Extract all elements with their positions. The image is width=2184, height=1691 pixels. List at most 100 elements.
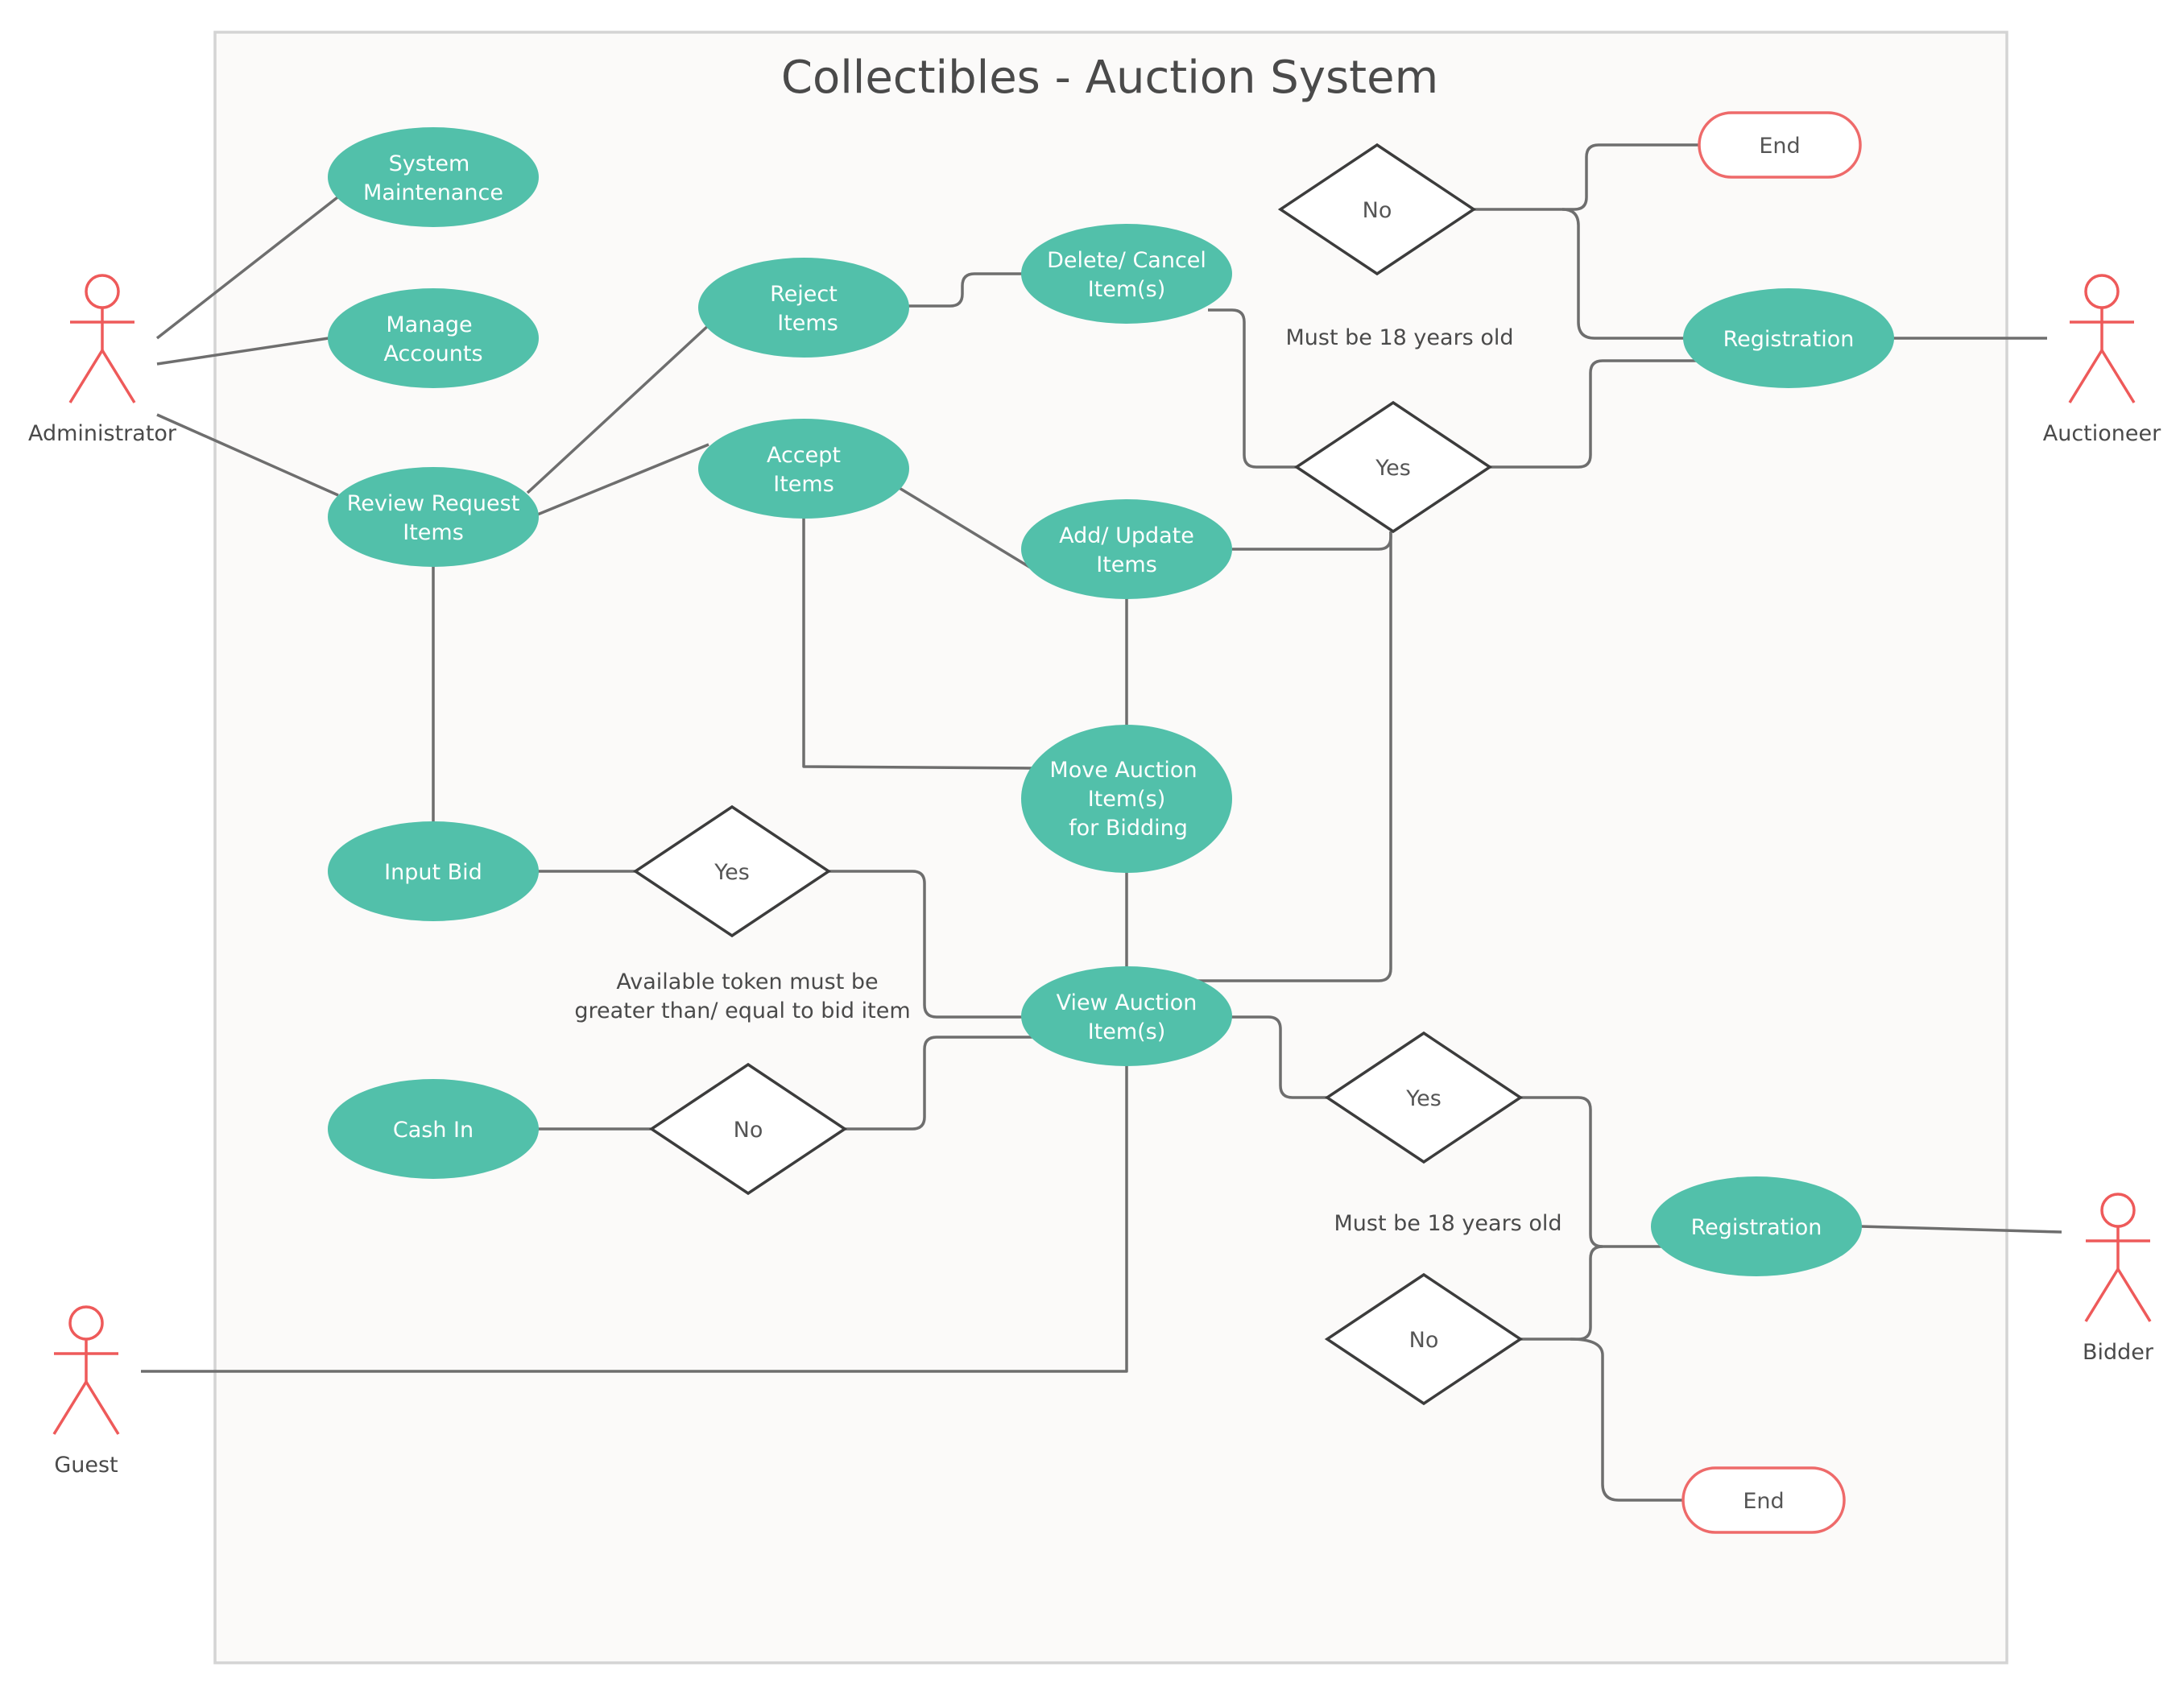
- connector-reject-delete: [908, 272, 1024, 308]
- actor-icon: [52, 1305, 120, 1435]
- use-case-label: System: [389, 151, 470, 176]
- use-case-label: Move Auction: [1049, 758, 1197, 783]
- note-line: Available token must be: [616, 970, 878, 994]
- decision-label: Yes: [1375, 456, 1411, 481]
- use-case-label: Input Bid: [384, 860, 482, 885]
- svg-text:Registration: Registration: [1723, 327, 1855, 352]
- end-terminal-auctioneer: End: [1698, 111, 1862, 179]
- actor-label: Guest: [54, 1453, 118, 1478]
- use-case-label: Review Request: [347, 491, 520, 516]
- use-case-label: Registration: [1691, 1215, 1822, 1240]
- connector-no-end-auctioneer: [1474, 143, 1701, 211]
- decision-auctioneer-no: No: [1277, 143, 1477, 276]
- use-case-label: Accept: [767, 443, 841, 468]
- decision-label: Yes: [1405, 1086, 1442, 1111]
- connector-accept-move-auction: [802, 517, 1033, 770]
- actor-icon: [2084, 1193, 2152, 1322]
- connector-admin-system-maintenance: [155, 193, 342, 340]
- decision-bidder-yes: Yes: [1324, 1031, 1524, 1164]
- use-case-label: Reject: [770, 282, 838, 307]
- use-case-cash-in[interactable]: Cash In: [328, 1079, 539, 1179]
- use-case-label: Items: [773, 472, 834, 497]
- use-case-label: for Bidding: [1069, 816, 1188, 841]
- connector-yes-view-auction: [1184, 531, 1392, 982]
- use-case-label: Delete/ Cancel: [1047, 248, 1206, 273]
- connector-accept-add-update: [897, 486, 1038, 573]
- connector-no-view-auction: [844, 1036, 1034, 1131]
- use-case-label: Cash In: [393, 1118, 474, 1143]
- diagram-title: Collectibles - Auction System: [781, 52, 1438, 104]
- decision-auctioneer-yes: Yes: [1293, 400, 1493, 534]
- actor-icon: [68, 274, 136, 403]
- decision-label: No: [1409, 1328, 1439, 1353]
- svg-text:Registration: Registration: [1691, 1215, 1822, 1240]
- note-bidder-age: Must be 18 years old: [1334, 1211, 1562, 1236]
- use-case-label: Item(s): [1088, 787, 1166, 812]
- use-case-label: Registration: [1723, 327, 1855, 352]
- end-terminal-bidder: End: [1681, 1466, 1846, 1534]
- decision-bidder-no: No: [1324, 1272, 1524, 1406]
- connectors: [141, 143, 2062, 1502]
- note-line: greater than/ equal to bid item: [574, 998, 910, 1023]
- use-case-registration-auctioneer[interactable]: Registration: [1683, 288, 1894, 388]
- use-case-label: Items: [777, 311, 838, 336]
- use-case-label: Manage: [386, 312, 472, 337]
- actor-label: Auctioneer: [2043, 421, 2161, 446]
- use-case-label: Accounts: [383, 341, 482, 366]
- decision-label: No: [1363, 198, 1392, 223]
- connector-yes-registration-auctioneer: [1490, 359, 1698, 469]
- connector-admin-manage-accounts: [156, 337, 329, 366]
- svg-text:Cash In: Cash In: [393, 1118, 474, 1143]
- use-case-label: Item(s): [1088, 1019, 1166, 1044]
- decision-label: Yes: [714, 860, 750, 885]
- connector-review-accept: [535, 443, 709, 517]
- connector-delete-yes: [1208, 308, 1297, 469]
- use-case-label: Item(s): [1088, 277, 1166, 302]
- note-token-rule: Available token must be greater than/ equ…: [574, 970, 910, 1023]
- use-case-label: Maintenance: [363, 180, 503, 205]
- end-label: End: [1759, 134, 1800, 159]
- decision-bid-yes: Yes: [632, 804, 832, 938]
- actor-label: Administrator: [28, 421, 177, 446]
- connector-registration-bidder-actor: [1859, 1225, 2062, 1234]
- actor-bidder: Bidder: [2083, 1193, 2154, 1365]
- connector-review-reject: [526, 322, 712, 494]
- actor-administrator: Administrator: [28, 274, 177, 446]
- decision-bid-no: No: [648, 1062, 848, 1196]
- connector-guest-view-auction: [141, 1065, 1128, 1373]
- use-case-label: Items: [1096, 552, 1157, 577]
- use-case-registration-bidder[interactable]: Registration: [1651, 1176, 1862, 1276]
- note-auctioneer-age: Must be 18 years old: [1286, 325, 1514, 350]
- actor-icon: [2068, 274, 2136, 403]
- end-label: End: [1743, 1489, 1784, 1514]
- use-case-input-bid[interactable]: Input Bid: [328, 821, 539, 921]
- connector-yes-view-auction-bid: [828, 870, 1023, 1019]
- decision-label: No: [734, 1118, 763, 1143]
- connector-no-end-bidder: [1570, 1338, 1685, 1502]
- svg-text:Input Bid: Input Bid: [384, 860, 482, 885]
- use-case-label: Items: [403, 520, 464, 545]
- use-case-label: Add/ Update: [1059, 523, 1194, 548]
- actor-label: Bidder: [2083, 1340, 2154, 1365]
- use-case-label: View Auction: [1057, 990, 1197, 1015]
- connector-admin-review-request: [156, 413, 339, 497]
